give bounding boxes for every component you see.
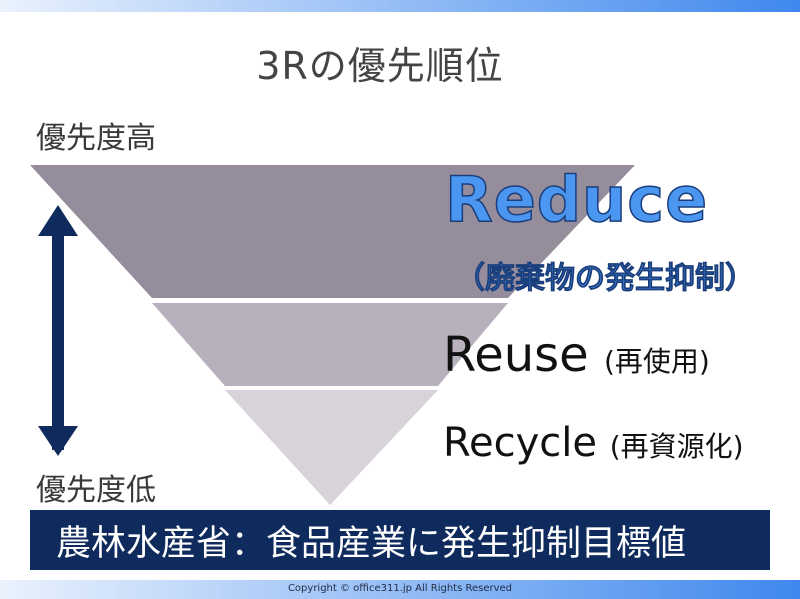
copyright-footer: Copyright © office311.jp All Rights Rese… (287, 583, 513, 594)
priority-high-label: 優先度高 (36, 121, 156, 156)
priority-double-arrow-icon (38, 205, 78, 456)
maff-banner: 農林水産省：食品産業に発生抑制目標値 (30, 510, 770, 570)
recycle-row: Recycle (再資源化) (443, 420, 744, 466)
pyramid-tier-reuse (152, 303, 508, 386)
bottom-gradient-bar (0, 580, 800, 599)
pyramid-tier-reduce (30, 165, 635, 298)
recycle-description: (再資源化) (609, 430, 744, 463)
reduce-description: （廃棄物の発生抑制） (455, 261, 756, 297)
reuse-description: (再使用) (603, 345, 710, 378)
slide-title: 3Rの優先順位 (256, 44, 504, 88)
recycle-label: Recycle (443, 420, 597, 466)
reuse-label: Reuse (443, 327, 589, 383)
banner-text: 農林水産省：食品産業に発生抑制目標値 (56, 523, 687, 564)
top-gradient-bar (0, 0, 800, 12)
reuse-row: Reuse (再使用) (443, 327, 710, 383)
reduce-label: Reduce (444, 162, 709, 237)
pyramid-tier-recycle (225, 390, 438, 505)
priority-low-label: 優先度低 (36, 473, 156, 508)
